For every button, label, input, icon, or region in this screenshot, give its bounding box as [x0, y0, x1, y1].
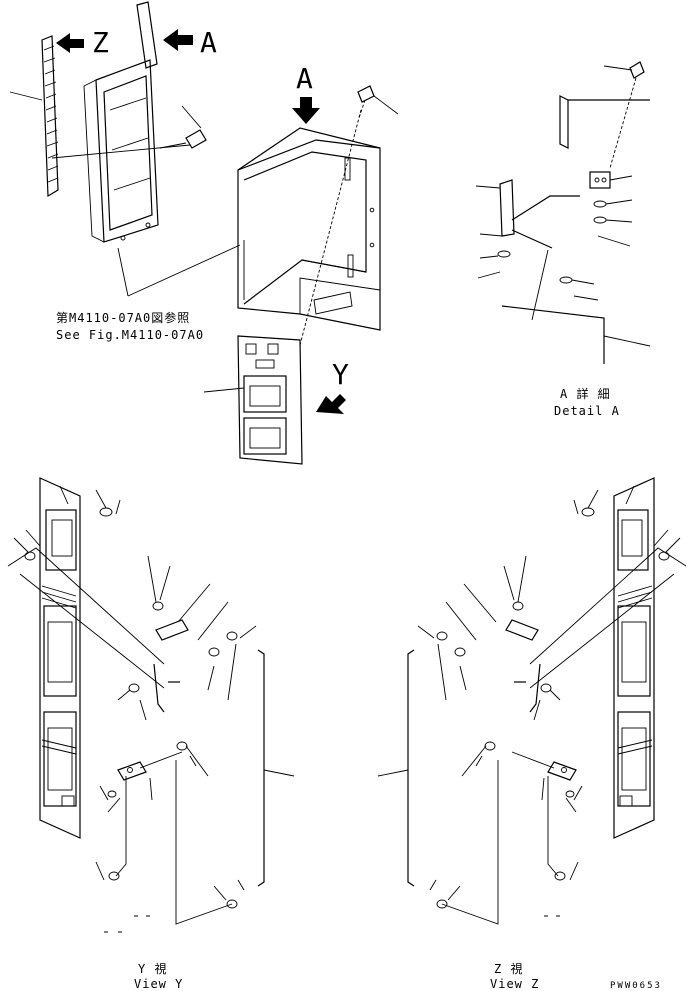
view-a-arrow-label: A [296, 62, 314, 95]
bolt-top-left [159, 105, 207, 149]
view-y-marker-label: Y [332, 358, 350, 391]
view-y-jp-label: Y 視 [138, 962, 168, 976]
detail-a-en-label: Detail A [554, 404, 620, 418]
view-z-en-label: View Z [490, 977, 540, 991]
view-z-jp-label: Z 視 [494, 962, 524, 976]
detail-a-jp-label: A 詳 細 [560, 387, 611, 401]
arrow-left-icon [56, 33, 84, 53]
detail-a-drawing [475, 61, 651, 364]
reference-en-label: See Fig.M4110-07A0 [56, 328, 205, 342]
view-y-en-label: View Y [134, 977, 184, 991]
drawing-number-label: PWW0653 [610, 981, 662, 991]
bolt-top-center [299, 85, 399, 346]
cover-panel [203, 335, 303, 465]
cabinet-box [237, 127, 381, 331]
arrow-down-icon [292, 97, 320, 124]
detail-a-marker-label: A [200, 26, 218, 59]
view-y-drawing [7, 477, 295, 933]
view-z-marker-label: Z [92, 26, 110, 59]
arrow-left-icon [163, 29, 193, 51]
reference-jp-label: 第M4110-07A0図参照 [56, 311, 191, 325]
grille-panel [41, 35, 59, 198]
panel-frame [83, 1, 159, 243]
view-z-drawing [377, 477, 687, 925]
arrow-down-left-icon [316, 394, 346, 414]
